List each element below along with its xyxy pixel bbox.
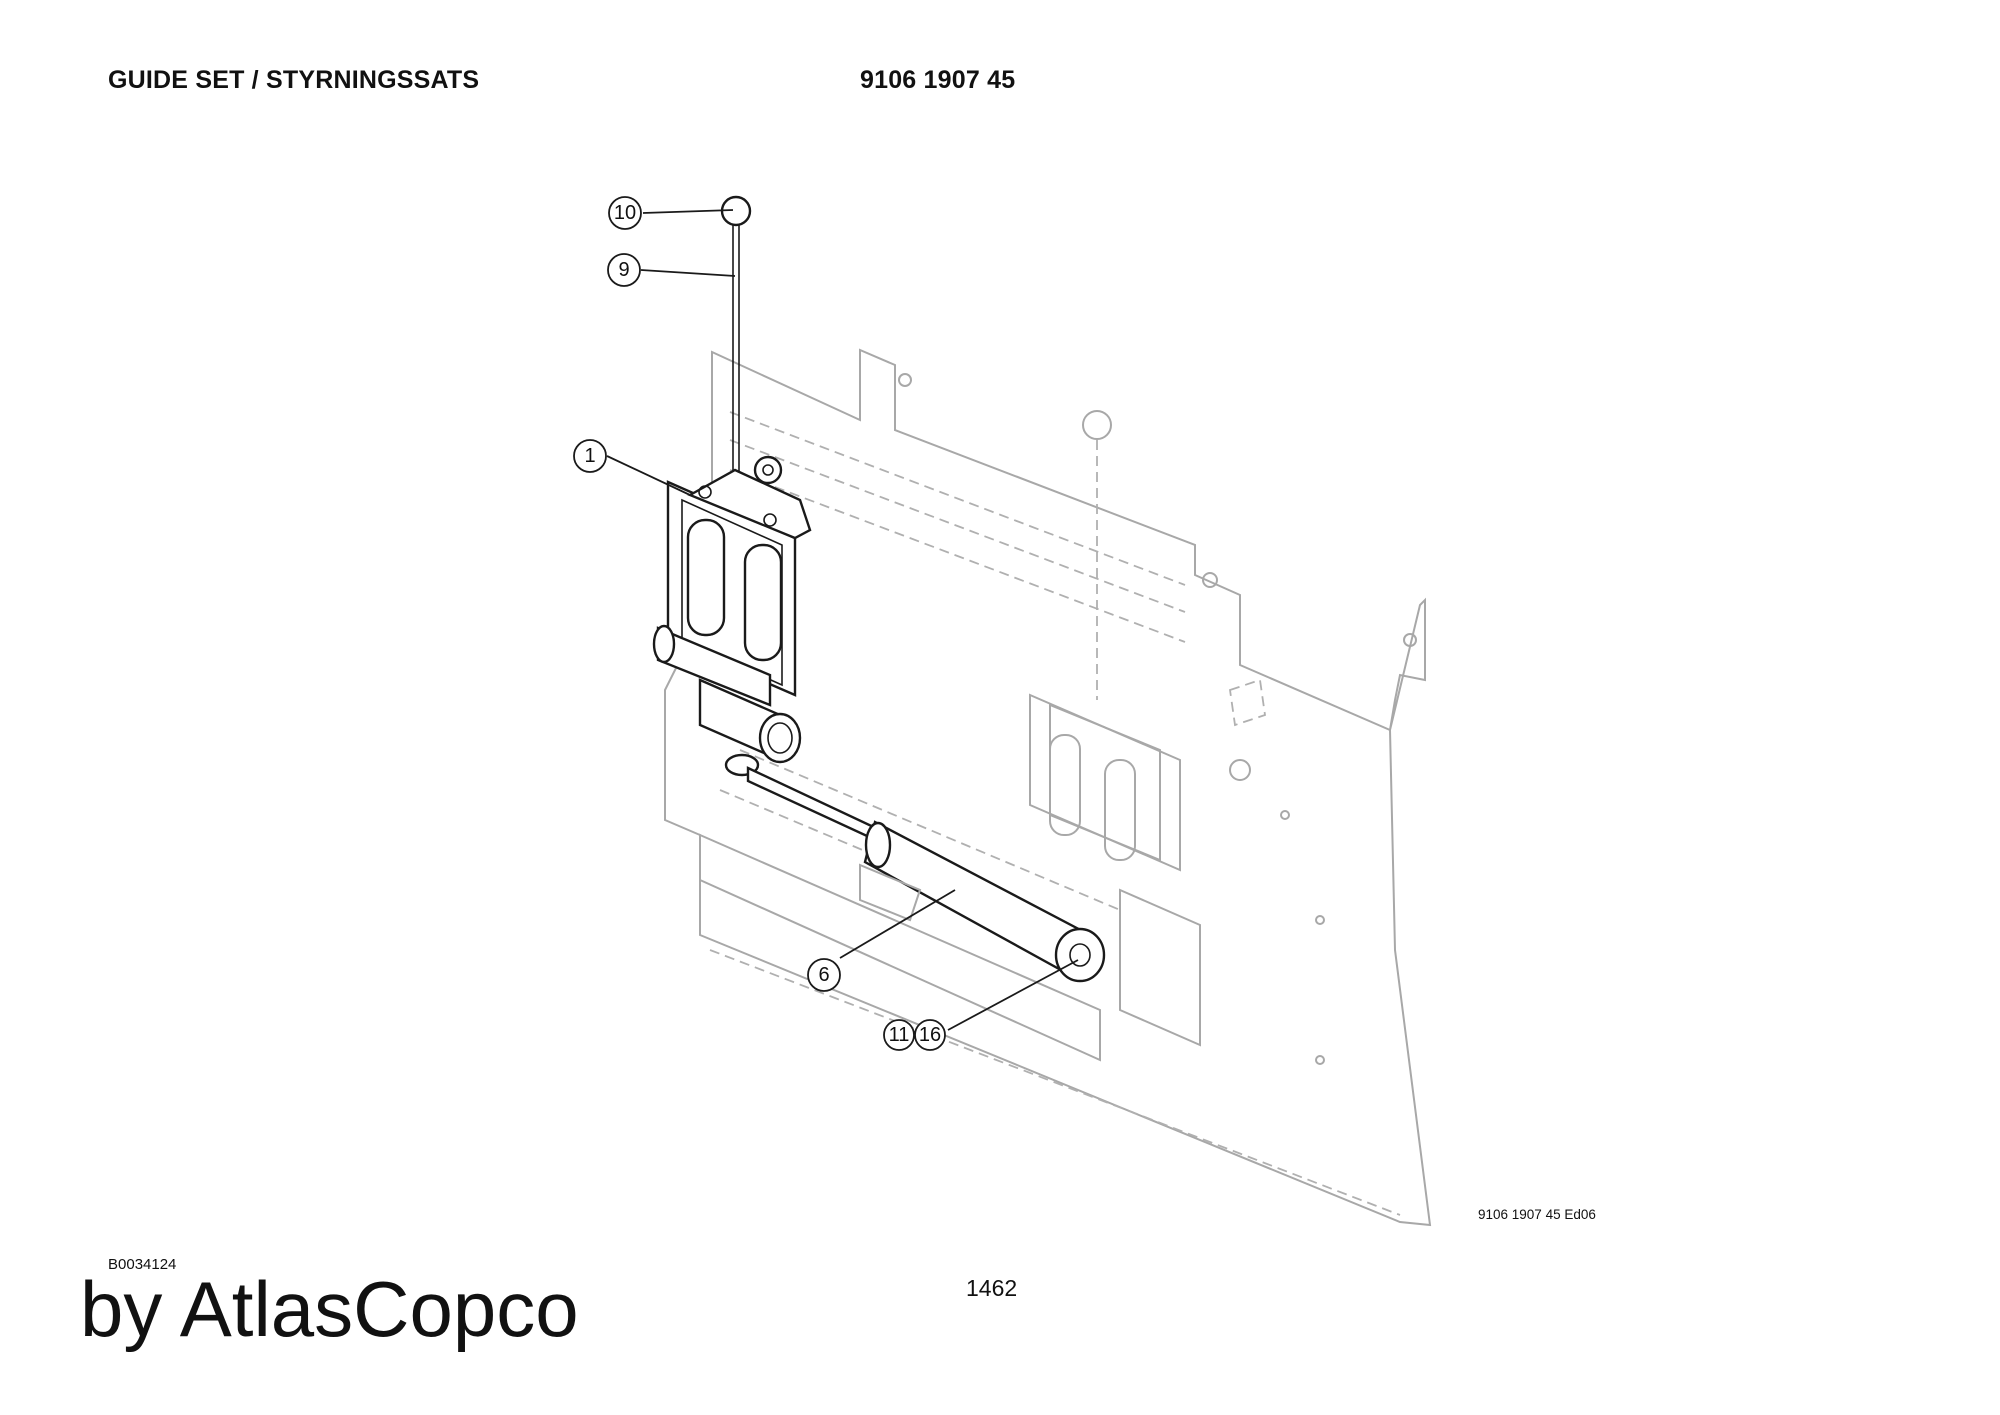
figure-reference: 9106 1907 45 Ed06 [1478,1207,1596,1222]
leader-lines [606,209,1079,1031]
balloon-11: 11 [883,1019,915,1051]
balloon-1-label: 1 [584,445,595,467]
balloon-1: 1 [573,439,607,473]
balloon-9-label: 9 [618,259,629,281]
hydraulic-cylinder [652,624,1106,983]
part-number: 9106 1907 45 [860,66,1016,94]
brand-footer: by AtlasCopco [80,1265,579,1353]
balloon-10: 10 [608,196,642,230]
balloon-11-label: 11 [889,1024,910,1046]
drawing-id: B0034124 [108,1256,177,1273]
guide-frame [666,455,812,697]
balloon-16-label: 16 [919,1024,941,1046]
page-title: GUIDE SET / STYRNINGSSATS [108,66,480,94]
page-number: 1462 [966,1275,1018,1301]
guide-rod [720,195,752,510]
balloon-10-label: 10 [614,202,636,224]
second-guide-ghost [1029,410,1201,1047]
balloon-16: 16 [914,1019,946,1051]
balloon-6: 6 [807,958,841,992]
balloon-6-label: 6 [818,964,829,986]
balloon-9: 9 [607,253,641,287]
